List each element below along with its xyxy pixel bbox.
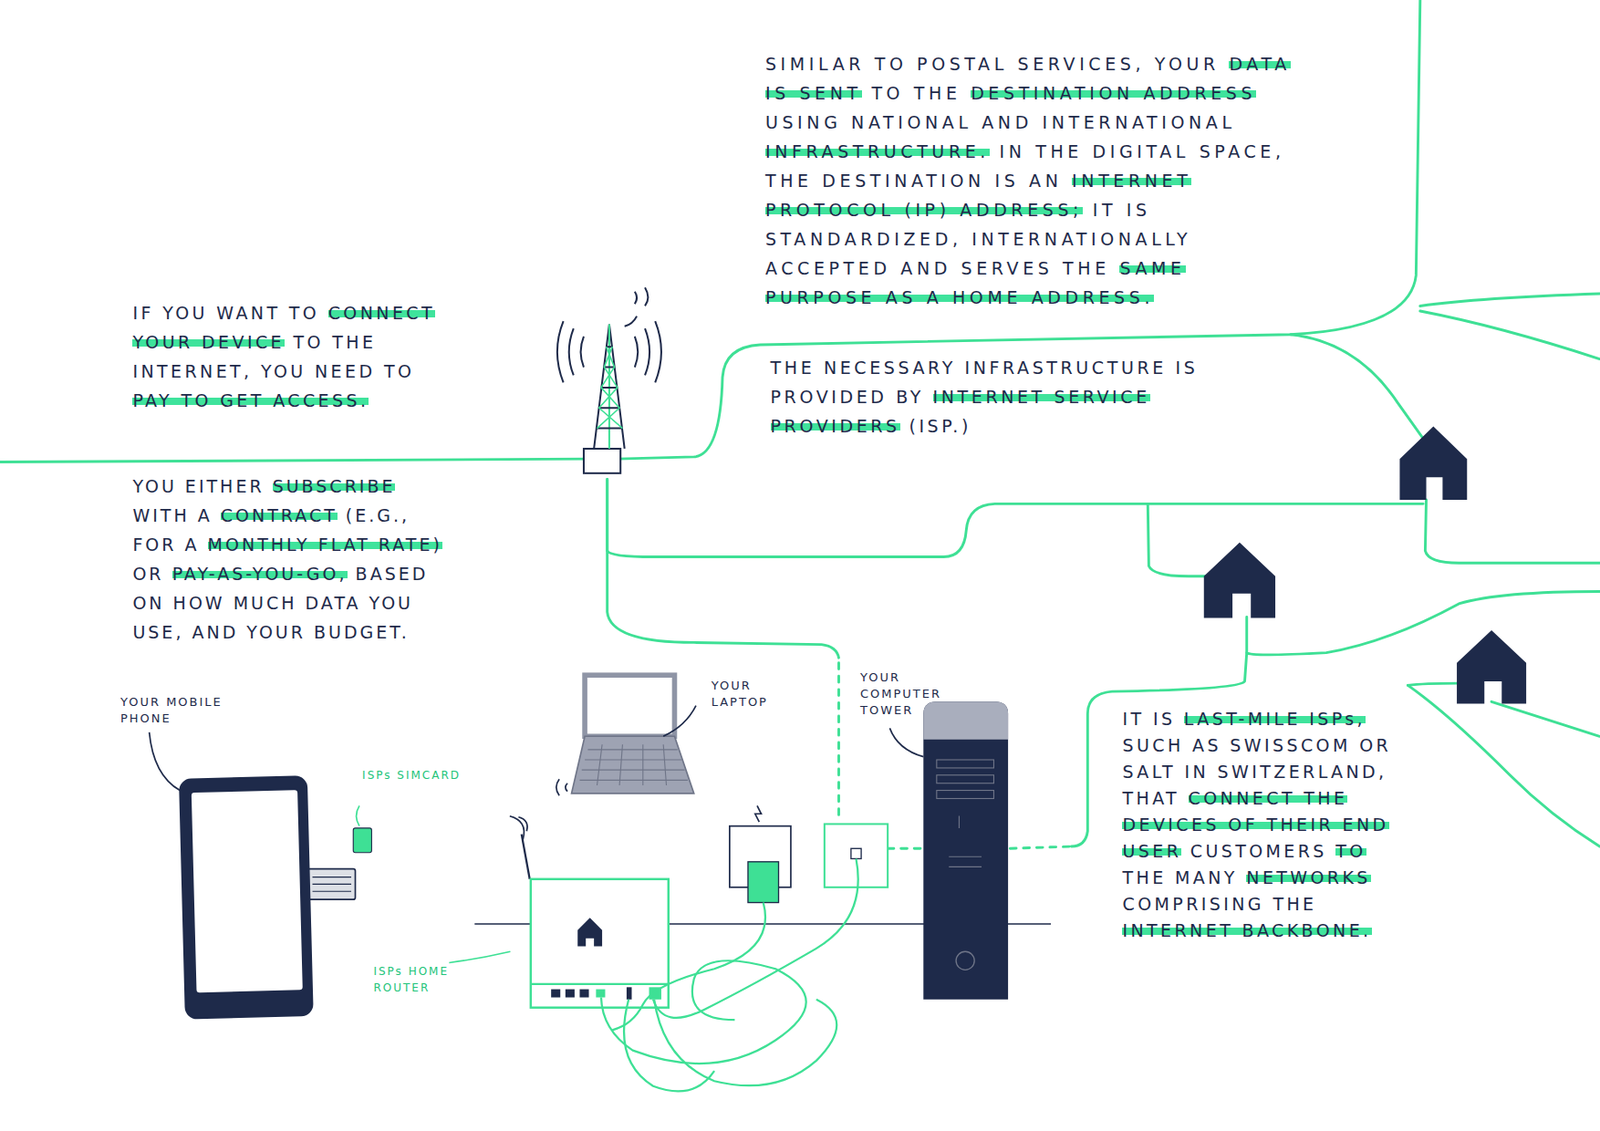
- computer-tower: [889, 701, 1008, 999]
- home-router: [448, 810, 668, 1008]
- houses: [1204, 425, 1527, 704]
- cables: [601, 858, 859, 1091]
- highlighted-words: PAY-AS-YOU-GO,: [172, 563, 348, 584]
- device-label: YOUR COMPUTER TOWER: [860, 669, 973, 719]
- network-lines: [0, 0, 1600, 849]
- words: ISPs SIMCARD: [362, 768, 461, 782]
- highlighted-words: DESTINATION ADDRESS: [970, 83, 1257, 104]
- words: WITH A: [132, 505, 212, 526]
- cell-tower: [557, 287, 662, 473]
- words: COMPRISING THE: [1122, 893, 1317, 915]
- wall-sockets: [729, 805, 888, 903]
- words: SIMILAR TO POSTAL SERVICES, YOUR: [765, 53, 1220, 74]
- highlighted-words: LAST-MILE ISPs,: [1184, 708, 1366, 729]
- words: CUSTOMERS: [1190, 841, 1328, 862]
- highlighted-words: INTERNET BACKBONE.: [1122, 920, 1372, 941]
- mobile-phone: [149, 732, 373, 1020]
- laptop: [556, 675, 697, 796]
- highlighted-words: NETWORKS: [1246, 867, 1372, 888]
- words: IF YOU WANT TO: [132, 302, 320, 323]
- highlighted-words: CONTRACT: [220, 505, 338, 526]
- intro-note: YOU EITHER SUBSCRIBE WITH A CONTRACT (E.…: [132, 471, 458, 647]
- words: ISPs HOME ROUTER: [373, 965, 449, 995]
- highlighted-words: SUBSCRIBE: [272, 476, 396, 497]
- words: YOU EITHER: [132, 476, 264, 497]
- highlighted-words: MONTHLY FLAT RATE): [207, 534, 443, 555]
- explanation-note: IT IS LAST-MILE ISPs, SUCH AS SWISSCOM O…: [1122, 706, 1413, 945]
- part-label: ISPs HOME ROUTER: [373, 963, 450, 997]
- words: YOUR LAPTOP: [711, 678, 769, 709]
- explanation-note: THE NECESSARY INFRASTRUCTURE IS PROVIDED…: [770, 353, 1281, 441]
- device-label: YOUR MOBILE PHONE: [120, 694, 274, 728]
- words: OR: [132, 563, 164, 584]
- explanation-note: SIMILAR TO POSTAL SERVICES, YOUR DATA IS…: [765, 49, 1297, 312]
- words: IT IS: [1122, 708, 1175, 729]
- highlighted-words: INFRASTRUCTURE.: [765, 141, 990, 162]
- words: TO THE: [871, 83, 961, 104]
- highlighted-words: TO: [1335, 841, 1366, 862]
- words: YOUR COMPUTER TOWER: [860, 670, 942, 717]
- words: USING NATIONAL AND INTERNATIONAL: [765, 112, 1237, 133]
- words: (ISP.): [908, 415, 972, 437]
- intro-note: IF YOU WANT TO CONNECT YOUR DEVICE TO TH…: [132, 298, 439, 416]
- part-label: ISPs SIMCARD: [362, 767, 475, 784]
- words: THE MANY: [1122, 867, 1237, 888]
- device-label: YOUR LAPTOP: [711, 677, 799, 711]
- highlighted-words: PAY TO GET ACCESS.: [132, 390, 369, 411]
- words: YOUR MOBILE PHONE: [120, 695, 223, 726]
